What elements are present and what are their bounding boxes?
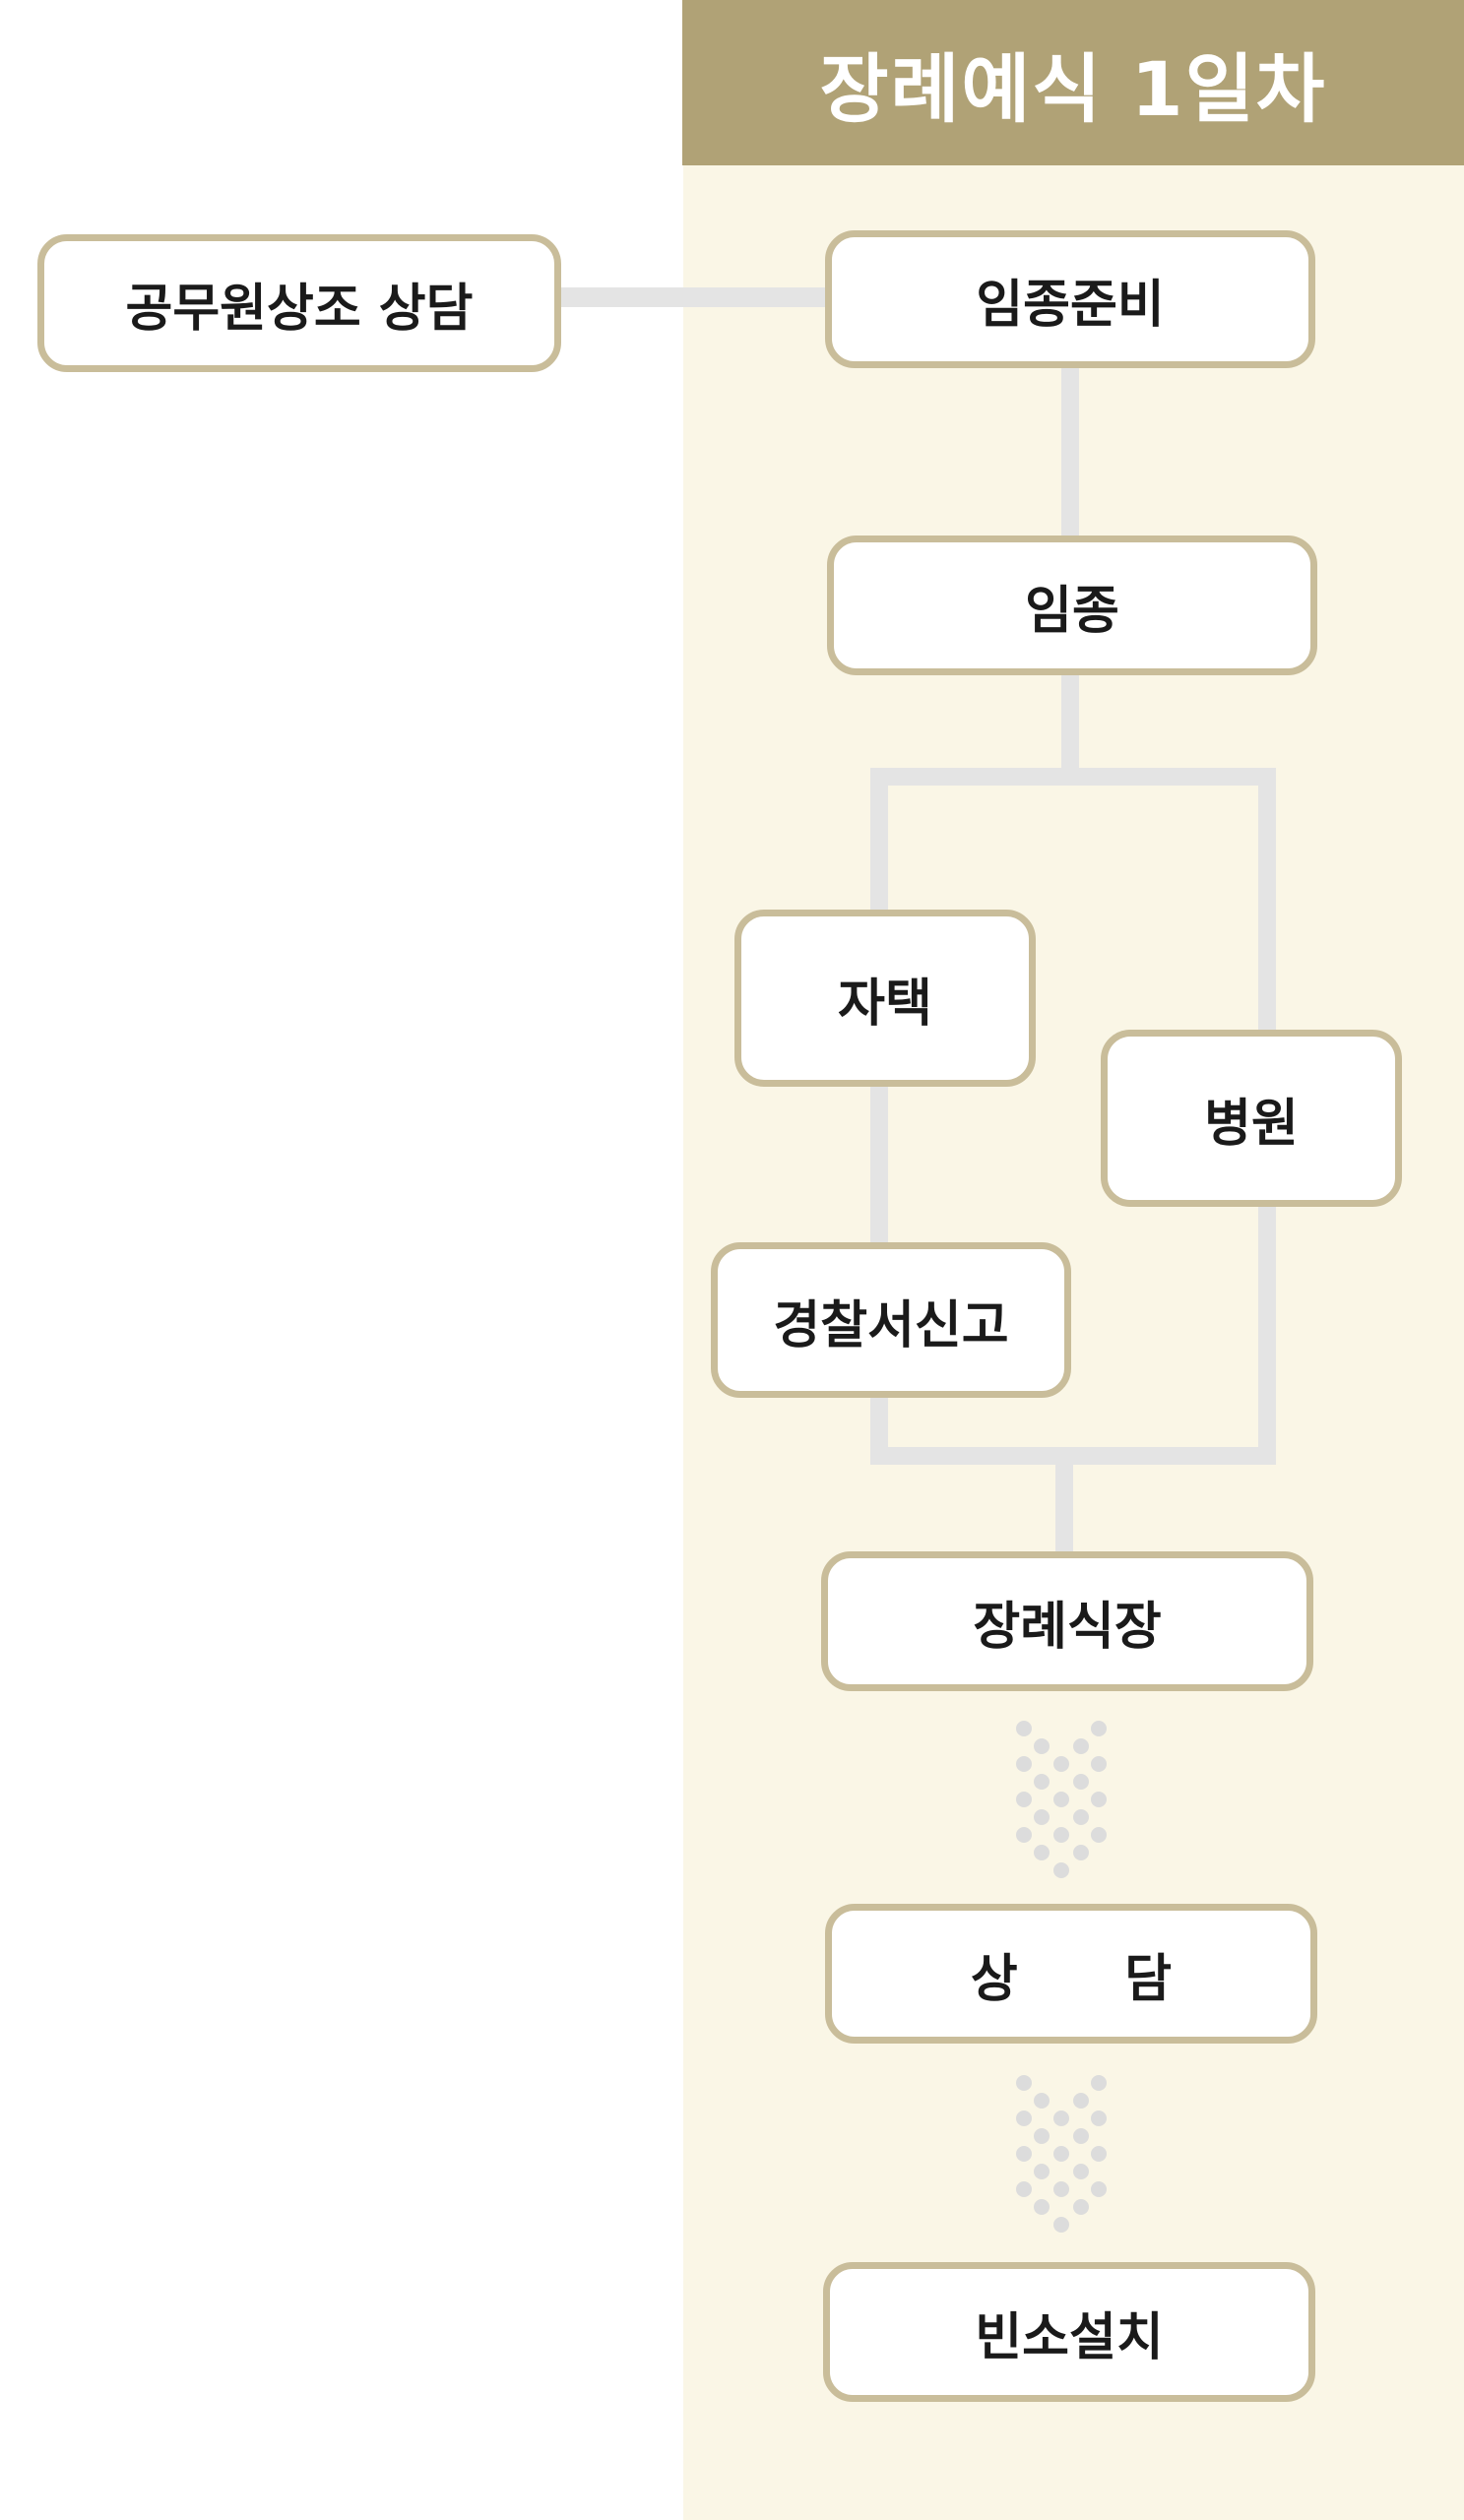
arrow-dot — [1073, 2128, 1089, 2144]
arrow-dot — [1053, 2146, 1069, 2162]
arrow-dot — [1034, 2093, 1050, 2109]
arrow-dot — [1016, 2075, 1032, 2091]
arrow-dot — [1053, 1862, 1069, 1878]
arrow-dot — [1091, 1721, 1107, 1736]
node-label: 자택 — [838, 974, 932, 1034]
node-label: 빈소설치 — [975, 2307, 1164, 2367]
arrow-dot — [1016, 2181, 1032, 2197]
node-hospital[interactable]: 병원 — [1101, 1030, 1402, 1207]
arrow-dot — [1073, 1809, 1089, 1825]
dotted-arrow-down — [1016, 1721, 1114, 1878]
panel-header: 장례예식 1일차 — [682, 0, 1464, 165]
connector-prep-to-death — [1061, 364, 1079, 537]
arrow-dot — [1091, 2146, 1107, 2162]
arrow-dot — [1053, 1792, 1069, 1807]
node-home[interactable]: 자택 — [734, 910, 1036, 1087]
connector-branch-bottom — [870, 1447, 1276, 1465]
arrow-dot — [1053, 2217, 1069, 2233]
arrow-dot — [1034, 1809, 1050, 1825]
arrow-dot — [1073, 2093, 1089, 2109]
arrow-dot — [1016, 2146, 1032, 2162]
arrow-dot — [1091, 2110, 1107, 2126]
connector-consult-to-prep — [559, 287, 831, 307]
connector-death-to-branch — [1061, 673, 1079, 784]
arrow-dot — [1016, 1792, 1032, 1807]
arrow-dot — [1016, 1827, 1032, 1843]
arrow-dot — [1034, 2128, 1050, 2144]
node-label: 병원 — [1204, 1094, 1299, 1154]
dotted-arrow-down — [1016, 2075, 1114, 2233]
arrow-dot — [1053, 1756, 1069, 1772]
arrow-dot — [1073, 1738, 1089, 1754]
arrow-dot — [1053, 2110, 1069, 2126]
node-prep[interactable]: 임종준비 — [825, 230, 1315, 368]
node-label: 경찰서신고 — [773, 1295, 1009, 1355]
arrow-dot — [1073, 2164, 1089, 2179]
node-death[interactable]: 임종 — [827, 536, 1317, 675]
arrow-dot — [1016, 1756, 1032, 1772]
node-label: 임종 — [1025, 581, 1119, 641]
node-funeral-hall[interactable]: 장례식장 — [821, 1551, 1313, 1691]
arrow-dot — [1073, 2199, 1089, 2215]
arrow-dot — [1034, 1774, 1050, 1790]
arrow-dot — [1016, 2110, 1032, 2126]
arrow-dot — [1073, 1774, 1089, 1790]
node-label: 상 담 — [970, 1949, 1173, 2009]
arrow-dot — [1091, 2181, 1107, 2197]
arrow-dot — [1091, 1827, 1107, 1843]
node-label: 임종준비 — [976, 275, 1165, 335]
arrow-dot — [1034, 1738, 1050, 1754]
node-label: 장례식장 — [973, 1597, 1162, 1657]
node-label: 공무원상조 상담 — [125, 279, 474, 339]
arrow-dot — [1034, 2164, 1050, 2179]
arrow-dot — [1091, 2075, 1107, 2091]
arrow-dot — [1091, 1756, 1107, 1772]
node-police[interactable]: 경찰서신고 — [711, 1242, 1071, 1398]
connector-merge-to-hall — [1055, 1447, 1073, 1557]
arrow-dot — [1091, 1792, 1107, 1807]
connector-branch-top — [870, 768, 1276, 786]
panel-title: 장례예식 1일차 — [819, 45, 1327, 133]
arrow-dot — [1053, 1827, 1069, 1843]
node-altar[interactable]: 빈소설치 — [823, 2262, 1315, 2402]
node-consult-gov[interactable]: 공무원상조 상담 — [37, 234, 561, 372]
node-consult[interactable]: 상 담 — [825, 1904, 1317, 2044]
arrow-dot — [1016, 1721, 1032, 1736]
arrow-dot — [1034, 1845, 1050, 1860]
arrow-dot — [1053, 2181, 1069, 2197]
arrow-dot — [1034, 2199, 1050, 2215]
arrow-dot — [1073, 1845, 1089, 1860]
